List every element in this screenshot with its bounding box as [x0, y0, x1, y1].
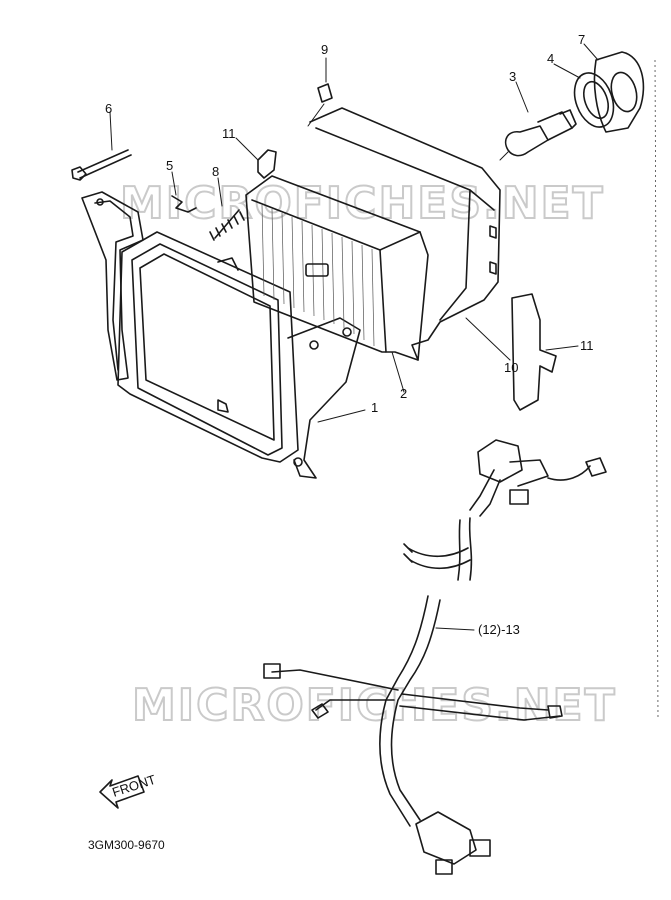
callout-11-right: 11: [580, 338, 594, 353]
drawing-code: 3GM300-9670: [88, 838, 165, 852]
spring-part-8: [209, 177, 245, 241]
callout-12-13: (12)-13: [478, 622, 520, 637]
socket-ring-part-4: [553, 63, 615, 128]
callout-9: 9: [321, 42, 328, 57]
lens-hatching: [261, 204, 375, 347]
callout-2: 2: [400, 386, 407, 401]
cover-part-7: [583, 43, 645, 133]
watermark-top: MICROFICHES.NET: [120, 178, 605, 229]
bulb-part-3: [499, 81, 577, 161]
headlight-rim-part-1: [117, 231, 366, 479]
housing-part-10: [309, 107, 511, 361]
callout-11-left: 11: [222, 126, 236, 141]
callout-1: 1: [371, 400, 378, 415]
left-bracket: [81, 191, 144, 381]
callout-3: 3: [509, 69, 516, 84]
wiring-harness-part-12-13: [263, 439, 607, 875]
callout-7: 7: [578, 32, 585, 47]
bracket-part-11-left: [235, 137, 277, 179]
bolt-part-6: [71, 111, 132, 181]
clip-part-5: [171, 171, 197, 213]
watermark-bottom: MICROFICHES.NET: [132, 680, 617, 731]
callout-8: 8: [212, 164, 219, 179]
bracket-part-11-right: [511, 293, 579, 411]
callout-5: 5: [166, 158, 173, 173]
nut-part-9: [307, 57, 333, 127]
front-arrow: FRONT: [99, 772, 158, 809]
callout-6: 6: [105, 101, 112, 116]
callout-10: 10: [504, 360, 518, 375]
callout-4: 4: [547, 51, 554, 66]
page-edge-line: [654, 59, 659, 721]
